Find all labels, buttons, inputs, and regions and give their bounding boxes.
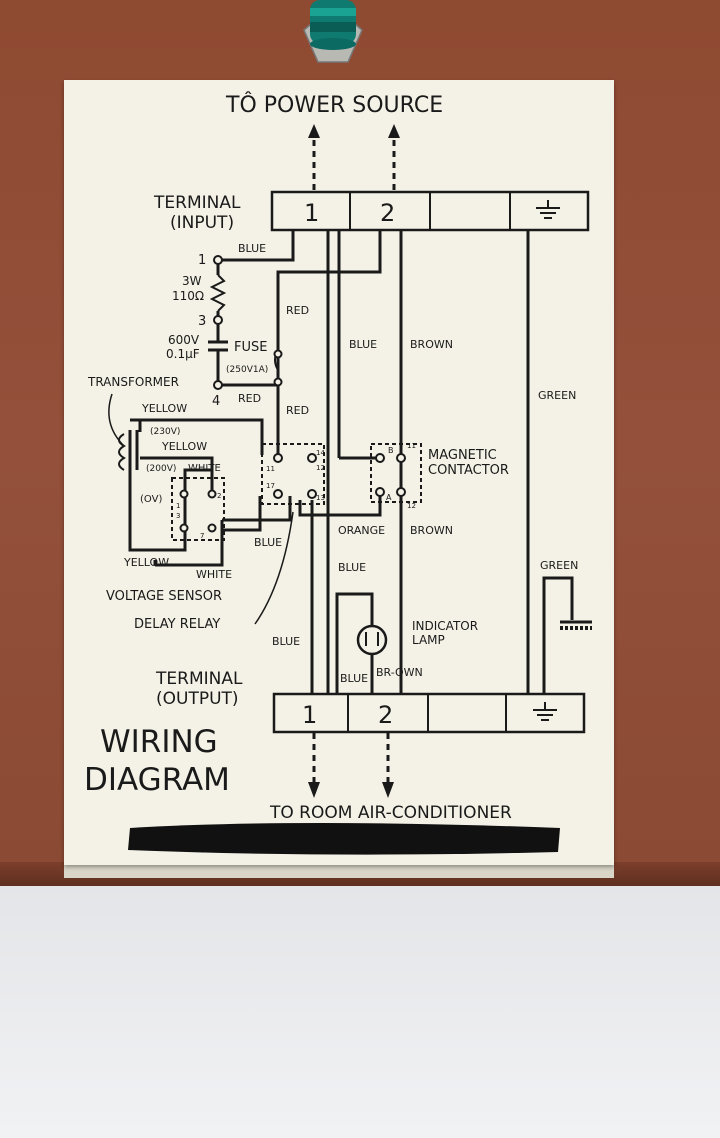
fuse-label: FUSE — [234, 340, 267, 355]
wire-label-yellow-3: YELLOW — [123, 556, 169, 569]
wire-label-yellow-1: YELLOW — [141, 402, 187, 415]
wire-label-red-3: RED — [286, 404, 309, 417]
wire-label-blue-low-3: BLUE — [272, 635, 300, 648]
contactor-pin-12: 12 — [407, 502, 416, 510]
tap-0v: (OV) — [140, 494, 162, 505]
indicator-knob — [303, 0, 363, 63]
wire-label-yellow-2: YELLOW — [161, 440, 207, 453]
contactor-pin-b: B — [388, 446, 394, 455]
wire-label-red-2: RED — [238, 392, 261, 405]
tap-200v: (200V) — [146, 464, 176, 474]
input-terminal-label-1: TERMINAL — [153, 193, 241, 213]
resistor-pin-1: 1 — [198, 253, 206, 268]
sensor-pin-1: 1 — [176, 502, 180, 510]
wire-label-blue-mid: BLUE — [349, 338, 377, 351]
relay-pin-12: 12 — [316, 464, 325, 472]
wiring-label-card — [64, 80, 614, 865]
voltage-sensor-label: VOLTAGE SENSOR — [106, 589, 222, 604]
relay-pin-14: 14 — [316, 449, 325, 457]
wire-label-blue-low-1: BLUE — [254, 536, 282, 549]
resistor-pin-3: 3 — [198, 314, 206, 329]
air-conditioner-label: TO ROOM AIR-CONDITIONER — [269, 803, 512, 823]
magnetic-contactor-label-1: MAGNETIC — [428, 448, 497, 463]
wire-label-brown-mid: BROWN — [410, 338, 453, 351]
wire-label-blue-top: BLUE — [238, 242, 266, 255]
label-card-lower-lip — [64, 862, 614, 878]
wire-label-brown-lamp: BR-OWN — [376, 666, 423, 679]
magnetic-contactor-label-2: CONTACTOR — [428, 463, 509, 478]
output-slot-1: 1 — [302, 701, 317, 729]
relay-pin-13: 13 — [316, 494, 325, 502]
resistor-value: 110Ω — [172, 289, 204, 303]
delay-relay-label: DELAY RELAY — [134, 617, 220, 632]
indicator-lamp-label-2: LAMP — [412, 633, 445, 647]
sensor-pin-2: 2 — [217, 492, 221, 500]
wire-label-blue-low-4: BLUE — [340, 672, 368, 685]
wire-label-green-1: GREEN — [538, 389, 576, 402]
input-terminal-label-2: (INPUT) — [170, 213, 234, 233]
relay-pin-17: 17 — [266, 482, 275, 490]
indicator-lamp-label-1: INDICATOR — [412, 619, 478, 633]
power-source-label: TÔ POWER SOURCE — [225, 92, 443, 118]
input-slot-1: 1 — [304, 199, 319, 227]
wire-label-orange: ORANGE — [338, 524, 385, 537]
fuse-rating: (250V1A) — [226, 365, 268, 375]
capacitor-value: 0.1μF — [166, 347, 200, 361]
white-surface — [0, 886, 720, 1138]
sensor-pin-3: 3 — [176, 512, 180, 520]
wire-label-white-1: WHITE — [188, 463, 221, 474]
diagram-title-line-1: WIRING — [100, 724, 218, 760]
input-slot-2: 2 — [380, 199, 395, 227]
diagram-title-line-2: DIAGRAM — [84, 762, 230, 798]
wire-label-white-2: WHITE — [196, 568, 232, 581]
capacitor-pin-4: 4 — [212, 394, 220, 409]
contactor-pin-11: 11 — [407, 442, 416, 450]
output-terminal-label-1: TERMINAL — [155, 669, 243, 689]
output-slot-2: 2 — [378, 701, 393, 729]
contactor-pin-a: A — [386, 493, 392, 502]
tap-230v: (230V) — [150, 427, 180, 437]
relay-pin-11: 11 — [266, 465, 275, 473]
sensor-pin-7: 7 — [200, 532, 204, 540]
wire-label-blue-low-2: BLUE — [338, 561, 366, 574]
wire-label-brown-low: BROWN — [410, 524, 453, 537]
wire-label-red-1: RED — [286, 304, 309, 317]
capacitor-voltage: 600V — [168, 333, 200, 347]
wire-label-green-2: GREEN — [540, 559, 578, 572]
transformer-label: TRANSFORMER — [87, 375, 179, 389]
output-terminal-label-2: (OUTPUT) — [156, 689, 239, 709]
resistor-power: 3W — [182, 274, 202, 288]
